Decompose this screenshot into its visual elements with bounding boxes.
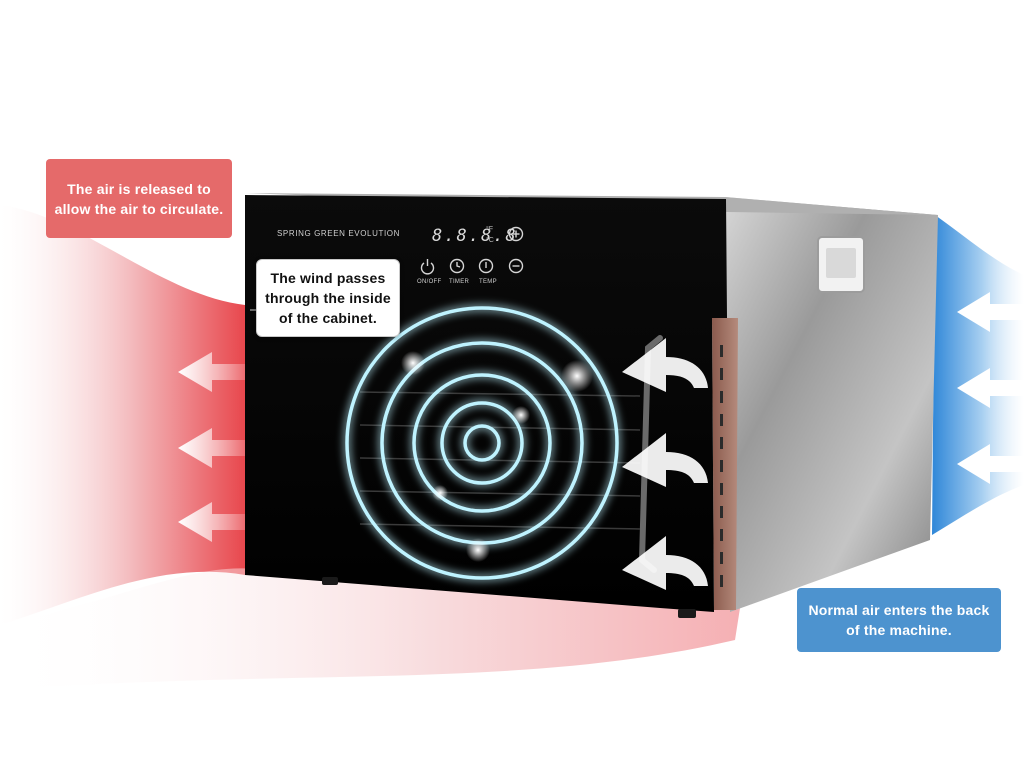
callout-line: allow the air to circulate. xyxy=(54,200,224,217)
callout-line: through the inside xyxy=(265,290,391,306)
plus-icon xyxy=(508,226,524,242)
callout-line: Normal air enters the back xyxy=(808,602,990,618)
machine-side xyxy=(725,197,938,612)
arrow-left-icon xyxy=(957,292,1024,332)
vent-strip xyxy=(712,318,738,610)
normal-air-callout: Normal air enters the back of the machin… xyxy=(797,588,1001,652)
wind-passes-callout: The wind passes through the inside of th… xyxy=(256,259,400,337)
unit-celsius: °C xyxy=(486,237,494,244)
temp-label: TEMP xyxy=(479,279,497,285)
callout-line: of the machine. xyxy=(846,622,952,638)
minus-icon xyxy=(508,258,524,274)
callout-line: The wind passes xyxy=(270,270,386,286)
power-icon xyxy=(420,259,435,275)
arrow-left-icon xyxy=(622,536,708,590)
exit-arrows xyxy=(178,352,245,542)
arrow-left-icon xyxy=(957,444,1024,484)
cold-air-stream xyxy=(932,215,1024,535)
thermometer-icon xyxy=(478,258,494,274)
released-air-callout: The air is released to allow the air to … xyxy=(46,159,232,238)
callout-line: The air is released to xyxy=(67,180,211,197)
arrow-left-icon xyxy=(178,352,245,392)
arrow-left-icon xyxy=(622,338,708,392)
entry-arrows xyxy=(957,292,1024,484)
arrow-left-icon xyxy=(957,368,1024,408)
unit-fahrenheit: °F xyxy=(486,226,494,233)
clock-icon xyxy=(449,258,465,274)
onoff-label: ON/OFF xyxy=(417,279,442,285)
arrow-left-icon xyxy=(622,433,708,487)
callout-line: of the cabinet. xyxy=(279,310,377,326)
digital-display: 8.8.8.8 xyxy=(432,226,518,246)
arrow-left-icon xyxy=(178,428,245,468)
brand-label: SPRING GREEN EVOLUTION xyxy=(277,229,400,238)
arrow-left-icon xyxy=(178,502,245,542)
control-panel xyxy=(420,226,524,275)
timer-label: TIMER xyxy=(449,279,470,285)
hot-air-stream xyxy=(0,205,245,625)
inner-arrows xyxy=(622,338,708,590)
